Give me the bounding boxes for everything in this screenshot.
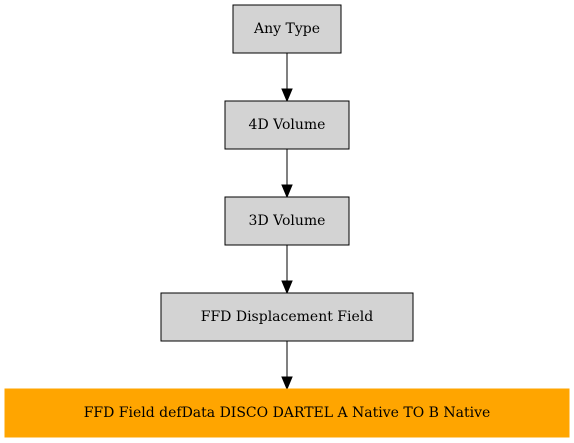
node-label-3d-volume: 3D Volume bbox=[249, 213, 326, 229]
node-label-any-type: Any Type bbox=[253, 21, 320, 37]
node-ffd-displacement-field: FFD Displacement Field bbox=[160, 292, 414, 342]
edge-ffd-displacement-field-to-ffd-field-defdata bbox=[281, 341, 293, 391]
node-4d-volume: 4D Volume bbox=[224, 100, 350, 150]
node-label-4d-volume: 4D Volume bbox=[249, 117, 326, 133]
edge-any-type-to-4d-volume bbox=[281, 53, 293, 103]
node-3d-volume: 3D Volume bbox=[224, 196, 350, 246]
node-label-ffd-field-defdata: FFD Field defData DISCO DARTEL A Native … bbox=[84, 405, 491, 421]
edge-3d-volume-to-ffd-displacement-field bbox=[281, 245, 293, 295]
node-any-type: Any Type bbox=[232, 4, 342, 54]
edge-4d-volume-to-3d-volume bbox=[281, 149, 293, 199]
node-label-ffd-displacement-field: FFD Displacement Field bbox=[201, 309, 374, 325]
node-ffd-field-defdata: FFD Field defData DISCO DARTEL A Native … bbox=[4, 388, 570, 438]
